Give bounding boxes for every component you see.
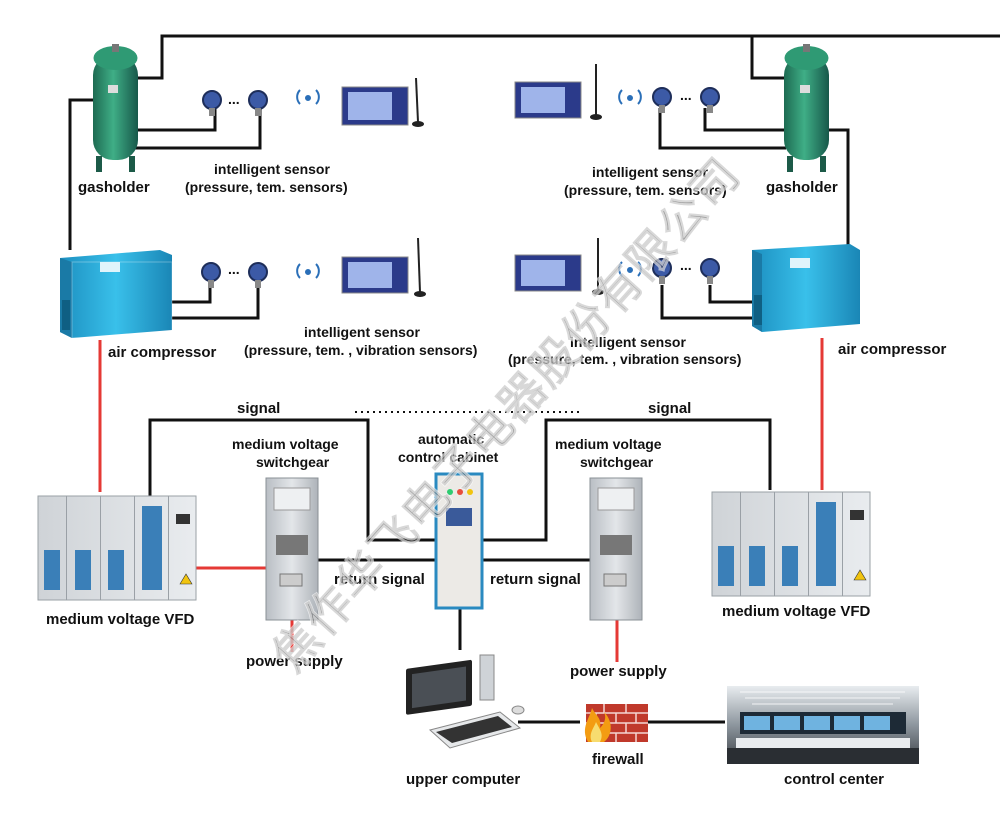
power-supply-left-label: power supply: [246, 653, 343, 670]
power-supply-right-label: power supply: [570, 663, 667, 680]
sensor-group-mid-right: [652, 258, 720, 284]
firewall-label: firewall: [592, 751, 644, 768]
signal-wires: [68, 34, 1000, 724]
sensor-top-right-subtitle: (pressure, tem. sensors): [564, 182, 727, 198]
switchgear-right-label-1: medium voltage: [555, 436, 662, 452]
control-cabinet-label-2: control cabinet: [398, 449, 499, 465]
switchgear-left-label-1: medium voltage: [232, 436, 339, 452]
gasholder-right: [784, 44, 829, 172]
sensor-mid-left-title: intelligent sensor: [304, 324, 420, 340]
switchgear-right-label-2: switchgear: [580, 454, 654, 470]
switchgear-right: [589, 477, 643, 621]
display-unit-icon: [341, 64, 604, 297]
signal-left-label: signal: [237, 400, 281, 417]
gasholder-left: [93, 44, 138, 172]
sensor-top-left-title: intelligent sensor: [214, 161, 330, 177]
ellipsis-mid-right: ...: [680, 257, 692, 273]
power-wires: [98, 338, 824, 662]
wireless-icon: [296, 89, 642, 279]
return-signal-right-label: return signal: [490, 571, 581, 588]
sensor-mid-left-subtitle: (pressure, tem. , vibration sensors): [244, 342, 478, 358]
sensor-top-right-title: intelligent sensor: [592, 164, 708, 180]
sensor-mid-right-title: intelligent sensor: [570, 334, 686, 350]
sensor-group-top-left: [202, 90, 268, 116]
switchgear-left: [265, 477, 319, 621]
switchgear-left-label-2: switchgear: [256, 454, 330, 470]
upper-computer-label: upper computer: [406, 771, 521, 788]
air-compressor-left-label: air compressor: [108, 344, 217, 361]
vfd-right-label: medium voltage VFD: [722, 603, 871, 620]
vfd-left: [37, 495, 197, 601]
control-center-label: control center: [784, 771, 885, 788]
vfd-left-label: medium voltage VFD: [46, 611, 195, 628]
sensor-group-top-right: [652, 87, 720, 113]
sensor-group-mid-left: [201, 262, 268, 288]
ellipsis-mid-left: ...: [228, 261, 240, 277]
control-cabinet-label-1: automatic: [418, 431, 485, 447]
ellipsis-top-left: ...: [228, 91, 240, 107]
automatic-control-cabinet: [434, 472, 484, 610]
return-signal-left-label: return signal: [334, 571, 425, 588]
air-compressor-right-label: air compressor: [838, 341, 947, 358]
upper-computer: [406, 654, 525, 749]
ellipsis-top-right: ...: [680, 87, 692, 103]
vfd-right: [711, 491, 871, 597]
control-center-image: [727, 686, 919, 764]
gasholder-left-label: gasholder: [78, 179, 150, 196]
air-compressor-right: [752, 244, 860, 332]
sensor-top-left-subtitle: (pressure, tem. sensors): [185, 179, 348, 195]
sensor-mid-right-subtitle: (pressure, tem. , vibration sensors): [508, 351, 742, 367]
air-compressor-left: [60, 250, 173, 339]
gasholder-right-label: gasholder: [766, 179, 838, 196]
signal-right-label: signal: [648, 400, 692, 417]
firewall-icon: [584, 704, 648, 742]
